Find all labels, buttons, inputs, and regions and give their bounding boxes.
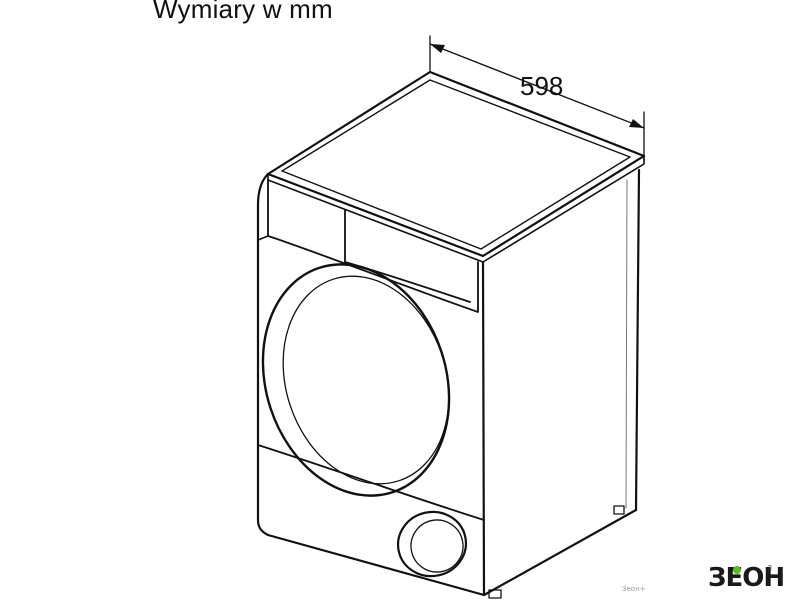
- dryer-door: [261, 263, 451, 497]
- side-bottom-edge: [482, 508, 638, 597]
- foot-right: [613, 505, 625, 515]
- hatch-outer: [396, 510, 468, 578]
- brand-logo: ЗЕОН: [708, 563, 785, 593]
- door-inner-ring: [282, 275, 450, 485]
- top-panel: [266, 70, 646, 263]
- display-window: [344, 209, 471, 303]
- kick-plate-line: [257, 444, 485, 521]
- hatch-inner: [410, 519, 464, 573]
- diagram-title: Wymiary w mm: [153, 0, 333, 24]
- arrow-right: [629, 119, 644, 128]
- panel-divider: [257, 235, 269, 241]
- foot-left: [488, 589, 502, 599]
- brand-logo-sub: ru: [766, 565, 773, 572]
- front-bottom-edge: [266, 533, 486, 597]
- dimension-line: [429, 43, 645, 129]
- front-right-edge: [481, 260, 486, 597]
- front-left-edge: [256, 172, 270, 537]
- width-dimension: 598: [429, 35, 645, 161]
- control-panel: [267, 179, 479, 313]
- top-inner: [281, 79, 631, 250]
- filter-hatch: [396, 510, 468, 578]
- logo-dot-icon: [733, 566, 741, 574]
- width-dimension-label: 598: [520, 71, 563, 101]
- watermark: Зеон+: [622, 585, 646, 593]
- side-inner-line: [625, 179, 628, 509]
- side-back-edge: [634, 168, 641, 512]
- arrow-left: [430, 44, 445, 53]
- top-outer: [266, 70, 646, 258]
